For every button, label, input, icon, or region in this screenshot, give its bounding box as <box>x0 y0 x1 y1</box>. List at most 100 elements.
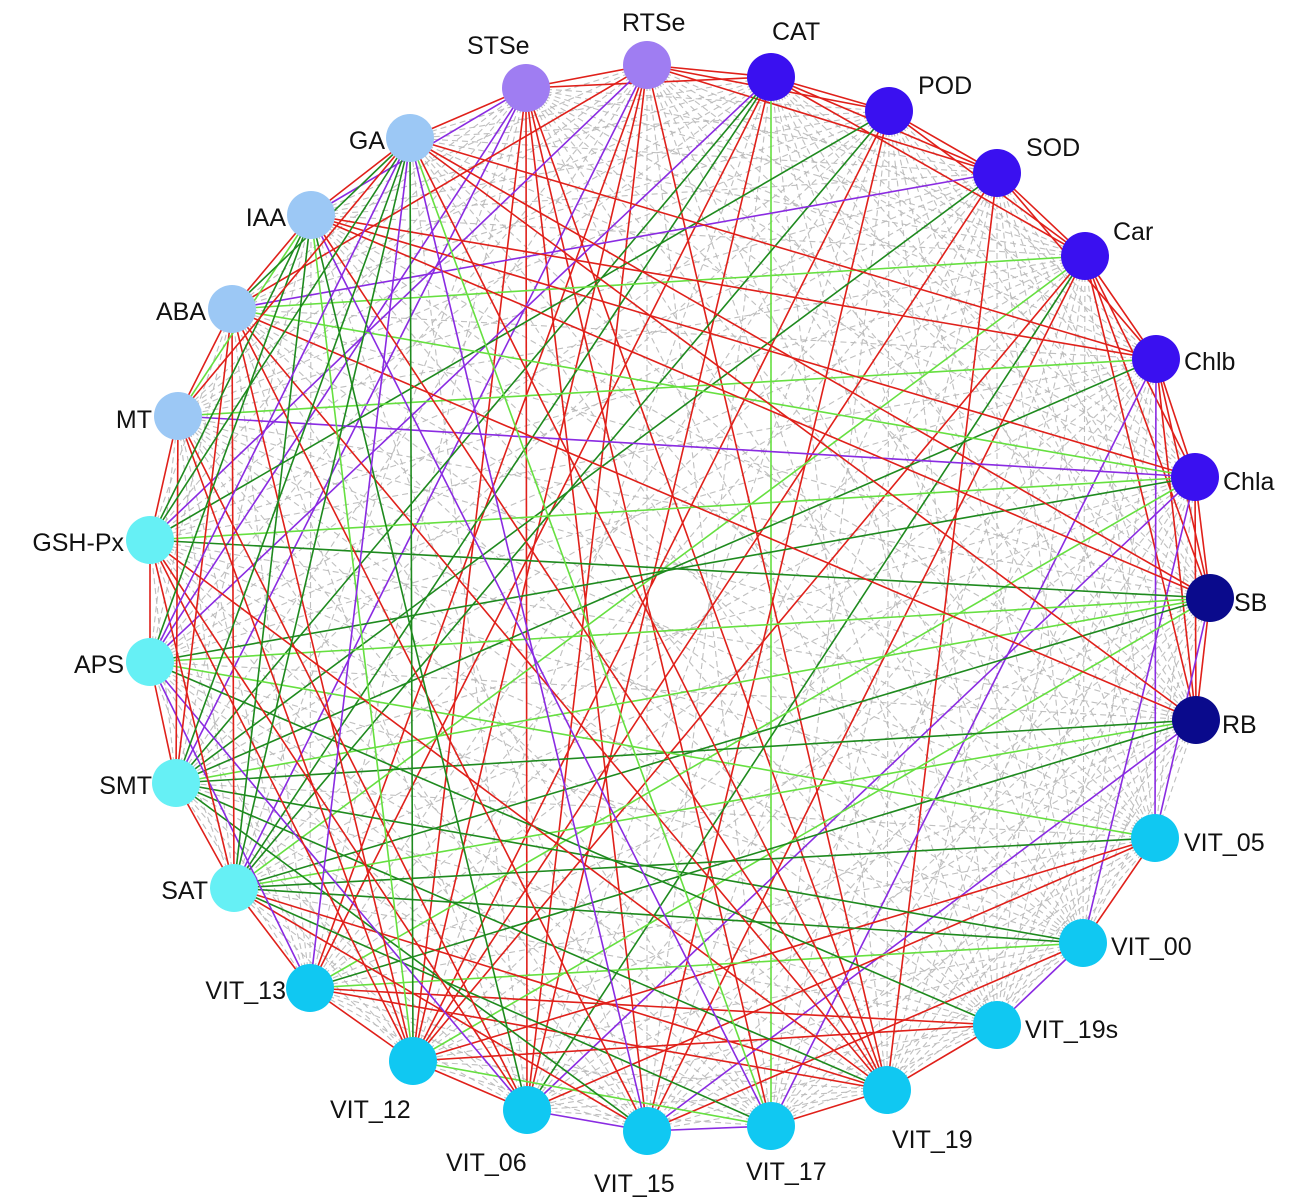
background-edge-Chlb-VIT_12 <box>412 358 1157 1062</box>
background-edge-VIT_19s-SMT <box>175 782 998 1026</box>
edge-RTSe-SOD <box>646 64 998 174</box>
background-edge-Car-GSH-Px <box>149 255 1086 541</box>
edge-VIT_12-MT <box>177 415 414 1062</box>
background-edge-VIT_06-ABA <box>231 308 528 1111</box>
node-Chlb <box>1132 335 1180 383</box>
edge-VIT_17-VIT_12 <box>412 1060 772 1127</box>
edge-VIT_13-GA <box>309 137 411 989</box>
node-VIT_19s <box>973 1001 1021 1049</box>
edge-RB-VIT_13 <box>309 719 1197 989</box>
edge-STSe-APS <box>149 87 527 663</box>
background-edge-VIT_00-VIT_06 <box>526 942 1084 1111</box>
background-edge-SOD-VIT_05 <box>996 172 1156 839</box>
background-edge-RB-APS <box>149 661 1197 721</box>
background-edge-Chlb-VIT_06 <box>526 358 1157 1111</box>
edge-CAT-Car <box>770 76 1086 257</box>
background-edge-POD-RB <box>888 110 1197 721</box>
background-edge-Chla-VIT_15 <box>646 476 1196 1132</box>
edge-SB-GA <box>409 137 1211 599</box>
node-label-MT: MT <box>116 406 152 434</box>
edge-STSe-VIT_12 <box>412 87 527 1062</box>
background-edge-VIT_05-VIT_19 <box>886 837 1156 1091</box>
background-edge-VIT_05-VIT_13 <box>309 837 1156 989</box>
edge-RB-SMT <box>175 719 1197 784</box>
background-edge-SOD-VIT_17 <box>770 172 998 1127</box>
background-edge-POD-VIT_00 <box>888 110 1084 944</box>
background-edge-VIT_00-MT <box>177 415 1084 944</box>
background-edge-STSe-GSH-Px <box>149 87 527 541</box>
node-layer <box>126 41 1234 1155</box>
edge-VIT_19-IAA <box>310 214 888 1091</box>
background-edge-VIT_13-IAA <box>309 214 312 989</box>
node-label-APS: APS <box>74 651 124 679</box>
edge-Car-RB <box>1084 255 1197 721</box>
highlighted-edge-layer <box>149 64 1211 1132</box>
node-GSH-Px <box>126 516 174 564</box>
background-edge-CAT-Chla <box>770 76 1196 478</box>
background-edge-STSe-POD <box>525 87 890 112</box>
background-edge-RTSe-VIT_05 <box>646 64 1156 839</box>
node-VIT_00 <box>1059 919 1107 967</box>
background-edge-VIT_05-MT <box>177 415 1156 839</box>
background-edge-VIT_00-ABA <box>231 308 1084 944</box>
background-edge-POD-Chlb <box>888 110 1157 360</box>
background-edge-RB-MT <box>177 415 1197 721</box>
background-edge-SOD-Chla <box>996 172 1196 478</box>
node-VIT_15 <box>623 1107 671 1155</box>
edge-VIT_06-GSH-Px <box>149 539 528 1111</box>
background-edge-CAT-IAA <box>310 76 772 216</box>
background-edge-VIT_19-APS <box>149 661 888 1091</box>
node-SB <box>1186 574 1234 622</box>
node-VIT_17 <box>747 1102 795 1150</box>
background-edge-VIT_00-GA <box>409 137 1084 944</box>
node-label-IAA: IAA <box>246 204 287 232</box>
node-VIT_12 <box>389 1037 437 1085</box>
edge-VIT_06-APS <box>149 661 528 1111</box>
edge-Chlb-VIT_17 <box>770 358 1157 1127</box>
edge-Chla-VIT_00 <box>1082 476 1196 944</box>
background-edge-Chlb-APS <box>149 358 1157 663</box>
edge-VIT_12-GA <box>409 137 414 1062</box>
edge-VIT_15-SMT <box>175 782 648 1132</box>
background-edge-VIT_00-VIT_17 <box>770 942 1084 1127</box>
node-RB <box>1172 696 1220 744</box>
background-edge-POD-APS <box>149 110 890 663</box>
background-edge-POD-VIT_06 <box>526 110 890 1111</box>
edge-RB-GA <box>409 137 1197 721</box>
background-edge-SOD-IAA <box>310 172 998 216</box>
background-edge-CAT-GA <box>409 76 772 139</box>
node-label-POD: POD <box>918 72 972 100</box>
node-label-VIT_12: VIT_12 <box>330 1096 411 1124</box>
node-POD <box>865 87 913 135</box>
background-edge-Chla-SAT <box>233 476 1196 889</box>
edge-Car-SB <box>1084 255 1211 599</box>
node-label-VIT_19s: VIT_19s <box>1025 1016 1118 1044</box>
background-edge-Car-SMT <box>175 255 1086 784</box>
edge-STSe-VIT_19 <box>525 87 888 1091</box>
node-label-VIT_13: VIT_13 <box>205 977 286 1005</box>
background-edge-RTSe-MT <box>177 64 648 417</box>
background-edge-Chlb-SAT <box>233 358 1157 889</box>
background-edge-VIT_05-GSH-Px <box>149 539 1156 839</box>
node-SAT <box>210 864 258 912</box>
edge-RTSe-SAT <box>233 64 648 889</box>
node-label-VIT_05: VIT_05 <box>1184 829 1265 857</box>
node-label-GA: GA <box>349 127 385 155</box>
node-GA <box>386 114 434 162</box>
background-edge-VIT_19s-MT <box>177 415 998 1026</box>
background-edge-Car-VIT_13 <box>309 255 1086 989</box>
background-edge-SB-VIT_06 <box>526 597 1211 1111</box>
edge-CAT-VIT_13 <box>309 76 772 989</box>
node-label-SOD: SOD <box>1026 134 1080 162</box>
edge-MT-GA <box>177 137 411 417</box>
edge-SMT-ABA <box>175 308 233 784</box>
edge-POD-GSH-Px <box>149 110 890 541</box>
edge-VIT_00-SAT <box>233 887 1084 944</box>
background-edge-VIT_05-ABA <box>231 308 1156 839</box>
edge-VIT_05-VIT_12 <box>412 837 1156 1062</box>
node-label-Car: Car <box>1113 218 1153 246</box>
background-edge-CAT-VIT_00 <box>770 76 1084 944</box>
edge-APS-GA <box>149 137 411 663</box>
edge-CAT-SMT <box>175 76 772 784</box>
edge-CAT-SAT <box>233 76 772 889</box>
